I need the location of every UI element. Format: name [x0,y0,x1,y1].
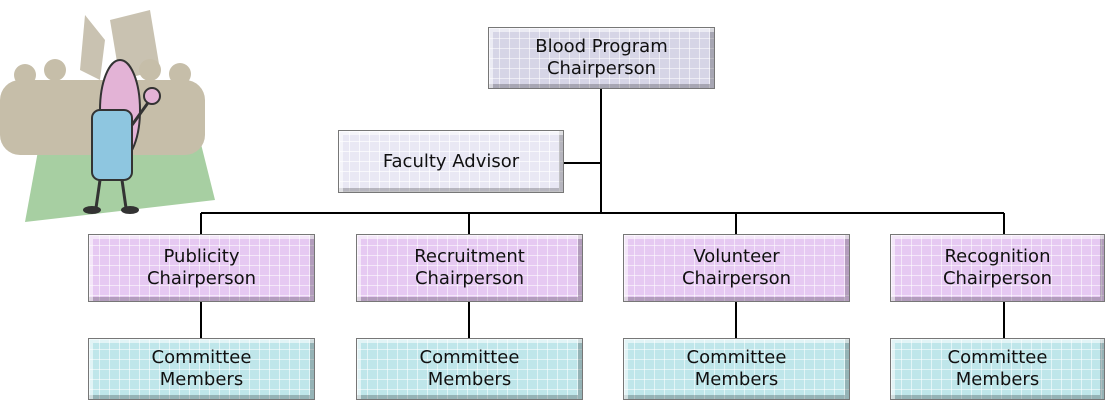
node-label: Publicity Chairperson [146,246,257,289]
node-committee-members-4: Committee Members [890,338,1105,400]
node-label: Recruitment Chairperson [414,246,525,289]
node-committee-members-3: Committee Members [623,338,850,400]
node-label: Committee Members [686,347,787,390]
node-blood-program-chairperson: Blood Program Chairperson [488,27,715,89]
node-label: Recognition Chairperson [942,246,1053,289]
node-label: Committee Members [419,347,520,390]
node-label: Committee Members [151,347,252,390]
node-committee-members-2: Committee Members [356,338,583,400]
node-label: Blood Program Chairperson [535,36,668,79]
node-recruitment-chairperson: Recruitment Chairperson [356,234,583,302]
node-publicity-chairperson: Publicity Chairperson [88,234,315,302]
node-label: Committee Members [947,347,1048,390]
node-volunteer-chairperson: Volunteer Chairperson [623,234,850,302]
node-label: Volunteer Chairperson [681,246,792,289]
node-label: Faculty Advisor [382,150,520,172]
node-faculty-advisor: Faculty Advisor [338,130,564,193]
person-waving-crowd-icon [0,10,215,222]
node-committee-members-1: Committee Members [88,338,315,400]
node-recognition-chairperson: Recognition Chairperson [890,234,1105,302]
